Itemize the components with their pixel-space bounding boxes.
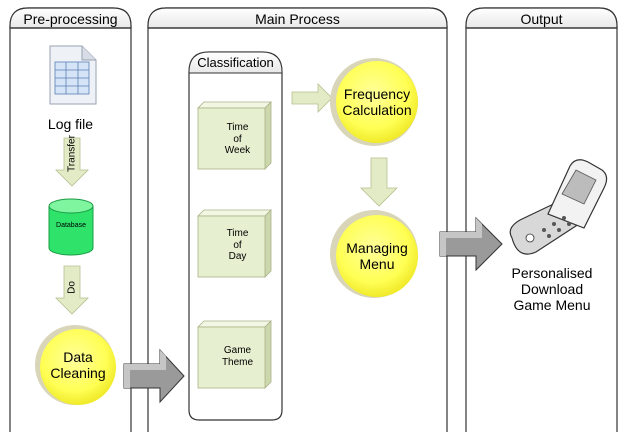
transfer-arrow (55, 137, 89, 187)
box-label-line: Time (226, 228, 249, 239)
database-label: Database (56, 222, 86, 229)
frequency-line1: Frequency (343, 86, 411, 102)
database-icon (48, 198, 94, 256)
phone-icon (509, 159, 608, 255)
transfer-label: Transfer (66, 135, 78, 172)
box-label-line: Game (223, 345, 252, 356)
box-label-line: Time (226, 122, 249, 133)
data-cleaning-ball (35, 325, 116, 405)
arrow-to-managing (360, 157, 398, 207)
frequency-label: Frequency Calculation (336, 86, 418, 118)
managing-label: Managing Menu (336, 240, 418, 272)
managing-ball (330, 210, 418, 298)
box-label-line: of (233, 133, 242, 145)
arrow-to-frequency (291, 83, 333, 113)
frequency-line2: Calculation (342, 102, 412, 119)
box-label-time-of-week: Time of Week (204, 122, 271, 157)
box-label-line: Theme (221, 356, 254, 368)
arrow-to-main (123, 348, 185, 404)
output-label: Personalised Download Game Menu (484, 265, 620, 313)
managing-line2: Menu (359, 256, 395, 273)
box-label-game-theme: Game Theme (204, 345, 271, 368)
log-file-icon (49, 45, 97, 105)
data-cleaning-label: Data Cleaning (40, 349, 116, 381)
panel-title-preprocessing: Pre-processing (23, 11, 118, 27)
data-cleaning-line2: Cleaning (50, 365, 106, 382)
box-label-line: of (233, 239, 242, 251)
box-label-line: Week (224, 145, 251, 156)
data-cleaning-line1: Data (63, 349, 93, 365)
box-label-time-of-day: Time of Day (204, 228, 271, 263)
classification-title: Classification (197, 55, 274, 70)
do-label: Do (66, 281, 78, 294)
log-file-label: Log file (47, 116, 94, 132)
managing-line1: Managing (346, 240, 408, 256)
frequency-ball (330, 58, 418, 146)
box-time-of-week (197, 101, 272, 170)
box-time-of-day (197, 209, 272, 278)
output-line2: Download (520, 281, 584, 298)
output-line3: Game Menu (513, 297, 591, 314)
output-line1: Personalised (511, 265, 593, 281)
panel-title-main-process: Main Process (255, 11, 340, 27)
panel-title-output: Output (520, 11, 563, 27)
do-arrow (55, 265, 89, 315)
box-label-line: Day (228, 251, 247, 262)
arrow-to-output (439, 216, 503, 272)
box-game-theme (197, 320, 272, 389)
